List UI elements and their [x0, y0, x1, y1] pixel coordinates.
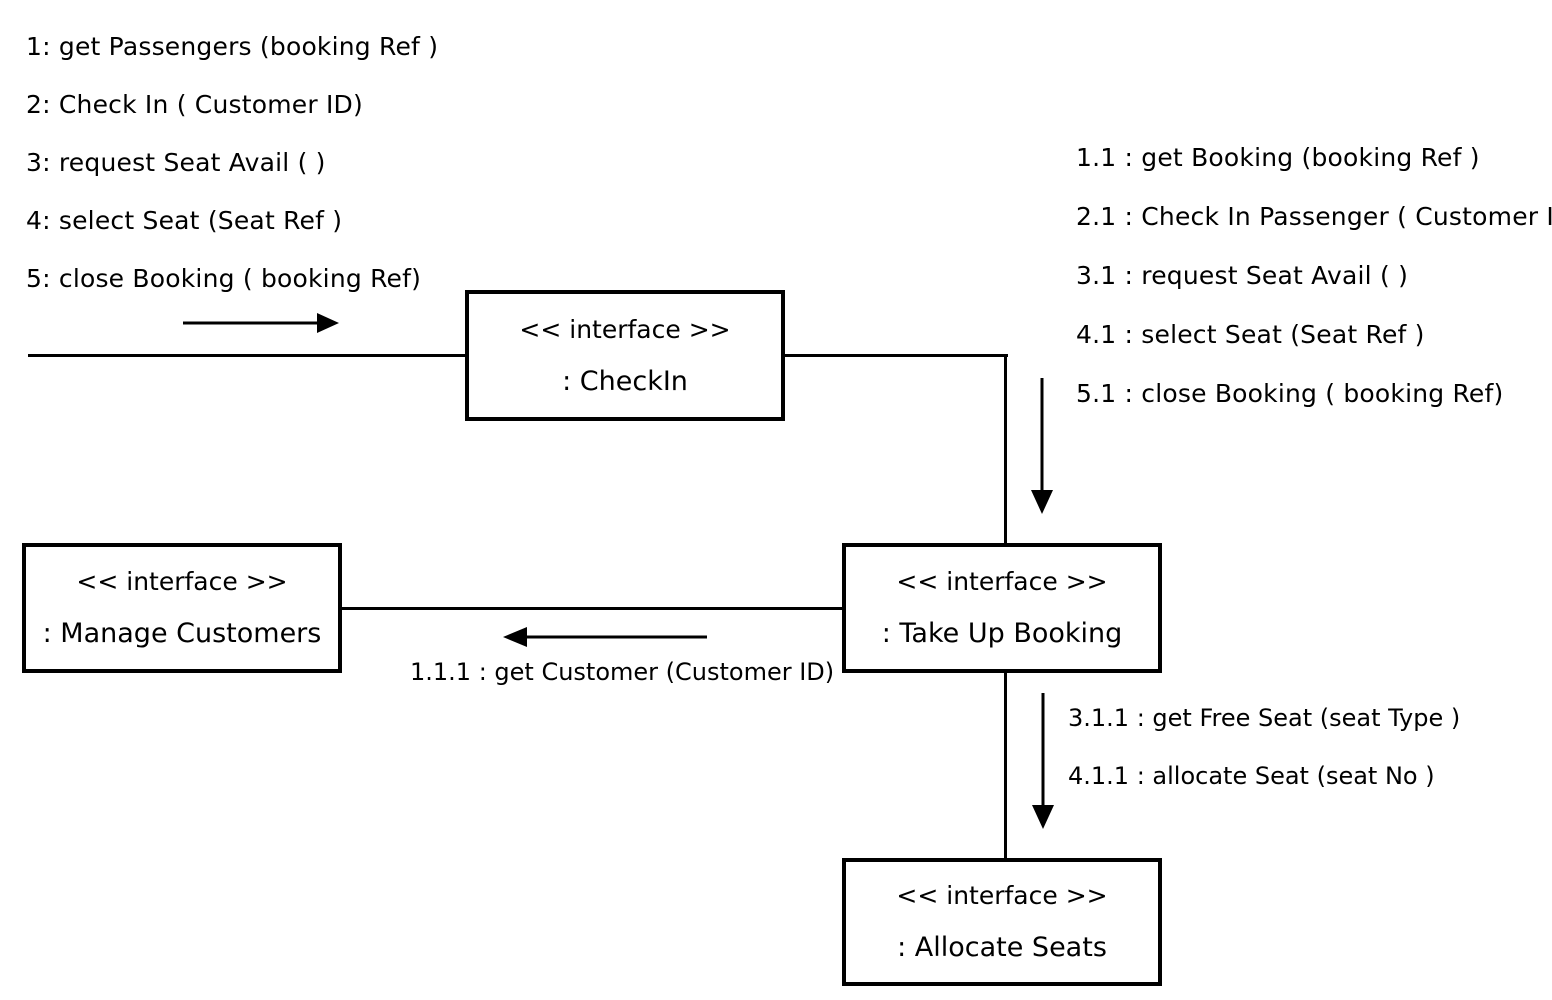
message-line: 2: Check In ( Customer ID) — [26, 90, 363, 119]
right-message-list: 1.1 : get Booking (booking Ref ) 2.1 : C… — [1076, 128, 1552, 423]
message-line: 3.1 : request Seat Avail ( ) — [1076, 261, 1409, 290]
arrow-label-allocate-seat: 4.1.1 : allocate Seat (seat No ) — [1068, 762, 1435, 790]
interface-name: : Manage Customers — [42, 618, 322, 649]
left-message-list: 1: get Passengers (booking Ref ) 2: Chec… — [26, 18, 438, 308]
connector-managecustomers-to-takeupbooking — [340, 607, 845, 610]
interface-box-take-up-booking[interactable]: << interface >> : Take Up Booking — [842, 543, 1162, 673]
message-line: 4: select Seat (Seat Ref ) — [26, 206, 343, 235]
connector-checkin-to-takeupbooking-vertical — [1004, 354, 1007, 546]
message-line: 3: request Seat Avail ( ) — [26, 148, 326, 177]
interface-stereotype: << interface >> — [896, 567, 1108, 596]
interface-stereotype: << interface >> — [76, 567, 288, 596]
message-line: 4.1 : select Seat (Seat Ref ) — [1076, 320, 1425, 349]
message-arrow-down-icon — [1029, 693, 1057, 829]
message-line: 5.1 : close Booking ( booking Ref) — [1076, 379, 1504, 408]
interface-stereotype: << interface >> — [519, 314, 731, 344]
message-arrow-right-icon — [183, 310, 339, 336]
message-line: 1.1 : get Booking (booking Ref ) — [1076, 143, 1480, 172]
interface-box-manage-customers[interactable]: << interface >> : Manage Customers — [22, 543, 342, 673]
message-arrow-left-icon — [503, 624, 707, 650]
interface-box-allocate-seats[interactable]: << interface >> : Allocate Seats — [842, 858, 1162, 986]
interface-stereotype: << interface >> — [896, 881, 1108, 910]
message-line: 5: close Booking ( booking Ref) — [26, 264, 422, 293]
connector-actor-to-checkin — [28, 354, 468, 357]
message-line: 1: get Passengers (booking Ref ) — [26, 32, 439, 61]
connector-checkin-to-takeupbooking-horizontal — [782, 354, 1008, 357]
connector-takeupbooking-to-allocateseats — [1004, 670, 1007, 862]
arrow-label-get-free-seat: 3.1.1 : get Free Seat (seat Type ) — [1068, 704, 1461, 732]
arrow-label-get-customer: 1.1.1 : get Customer (Customer ID) — [410, 658, 835, 686]
interface-name: : Allocate Seats — [897, 932, 1107, 963]
interface-name: : Take Up Booking — [881, 618, 1123, 649]
message-line: 2.1 : Check In Passenger ( Customer ID) — [1076, 202, 1552, 231]
interface-name: : CheckIn — [562, 365, 688, 397]
interface-box-checkin[interactable]: << interface >> : CheckIn — [465, 290, 785, 421]
message-arrow-down-icon — [1028, 378, 1056, 514]
